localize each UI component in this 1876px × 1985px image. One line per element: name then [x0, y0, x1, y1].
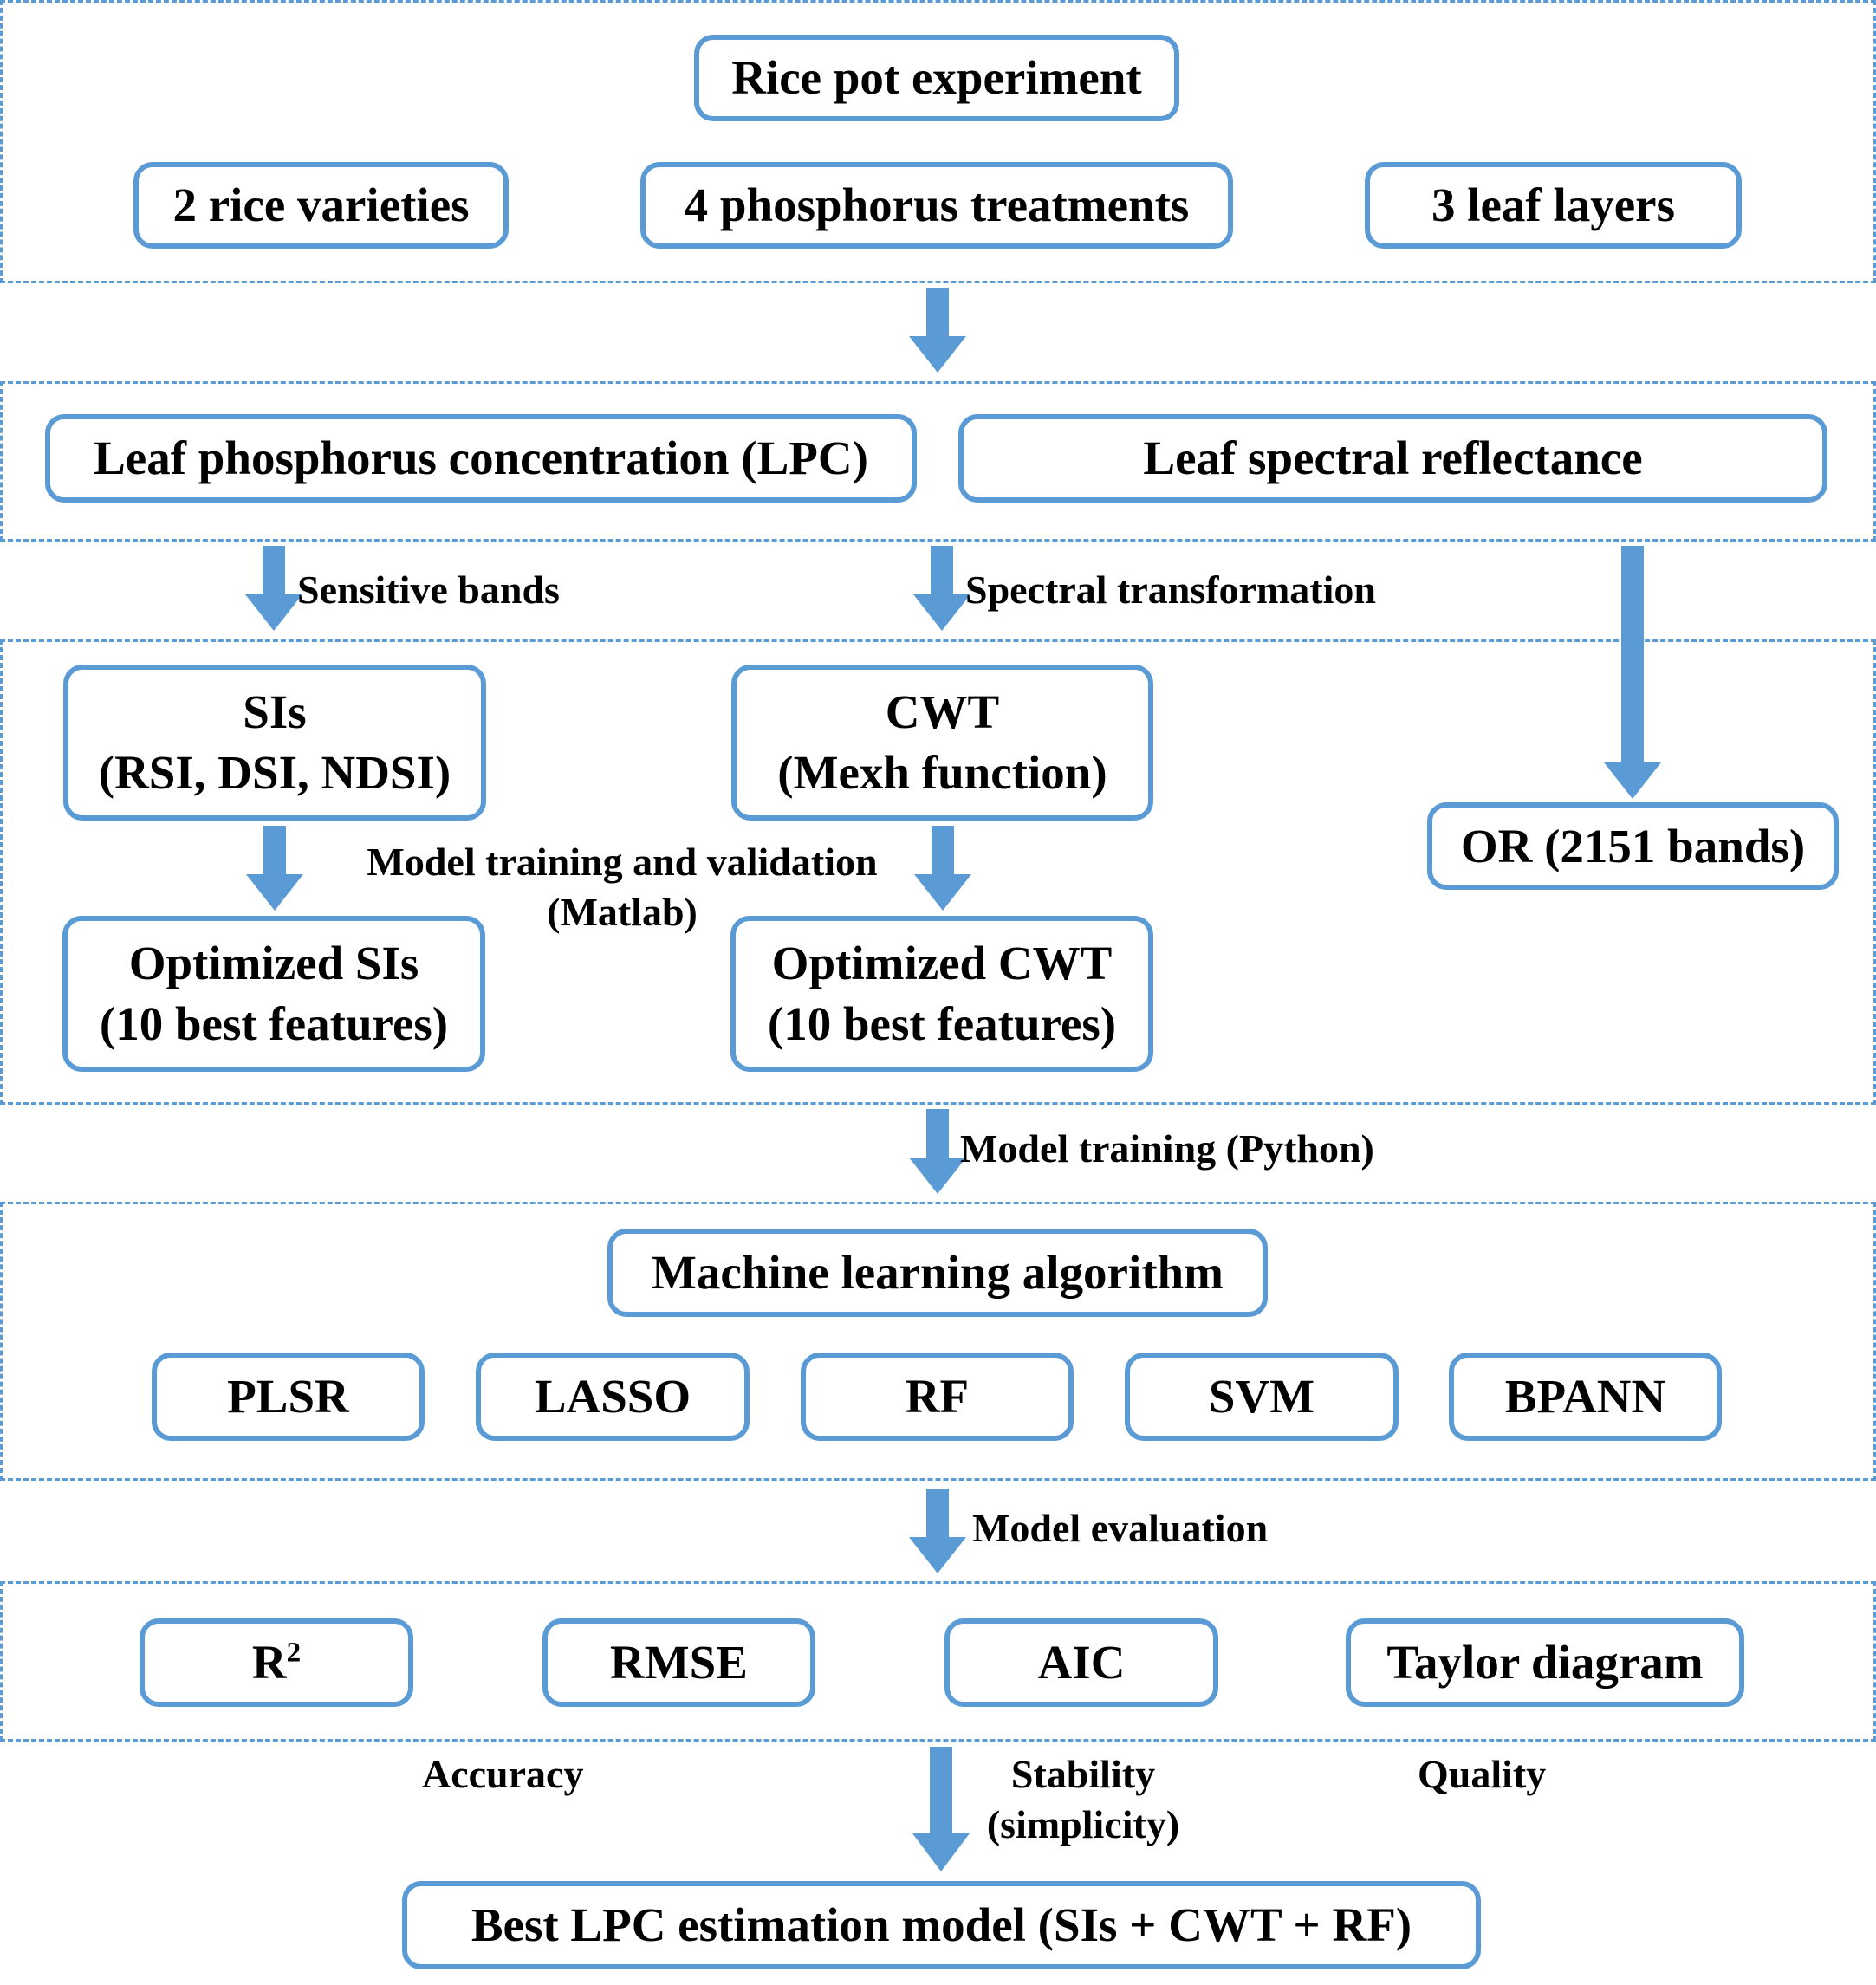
- label-sensitive-bands: Sensitive bands: [297, 568, 560, 612]
- group-algorithms: [0, 1202, 1876, 1481]
- r2-box: R2: [140, 1618, 413, 1707]
- optimized-cwt-line2: (10 best features): [767, 997, 1117, 1050]
- arrow-model-training-python: [909, 1109, 966, 1194]
- algorithm-lasso-text: LASSO: [534, 1370, 691, 1423]
- label-stability: Stability (simplicity): [953, 1749, 1213, 1850]
- rmse-box: RMSE: [542, 1618, 815, 1707]
- arrow-to-best-model: [912, 1747, 970, 1871]
- group-features: [0, 639, 1876, 1105]
- taylor-diagram-box: Taylor diagram: [1346, 1618, 1744, 1707]
- optimized-cwt-line1: Optimized CWT: [771, 937, 1113, 989]
- sis-line1: SIs: [243, 685, 307, 738]
- label-stability-line2: (simplicity): [986, 1802, 1180, 1846]
- leaf-layers-text: 3 leaf layers: [1431, 178, 1675, 231]
- best-model-text: Best LPC estimation model (SIs + CWT + R…: [471, 1898, 1412, 1951]
- arrow-sis-to-optimized: [246, 826, 303, 911]
- label-stability-line1: Stability: [1010, 1752, 1156, 1796]
- label-quality: Quality: [1418, 1752, 1547, 1796]
- lpc-text: Leaf phosphorus concentration (LPC): [94, 431, 868, 484]
- sis-box: SIs (RSI, DSI, NDSI): [63, 665, 486, 821]
- lpc-box: Leaf phosphorus concentration (LPC): [45, 414, 917, 503]
- algorithm-bpann-box: BPANN: [1449, 1353, 1722, 1441]
- spectral-reflectance-box: Leaf spectral reflectance: [958, 414, 1827, 503]
- algorithm-svm-text: SVM: [1208, 1370, 1315, 1423]
- arrow-sensitive-bands: [245, 546, 302, 631]
- taylor-diagram-text: Taylor diagram: [1386, 1636, 1704, 1689]
- label-model-training-python: Model training (Python): [960, 1126, 1374, 1171]
- optimized-cwt-box: Optimized CWT (10 best features): [730, 916, 1153, 1072]
- arrow-model-evaluation: [909, 1489, 966, 1573]
- cwt-line1: CWT: [885, 685, 1000, 738]
- arrow-spectral-transformation: [913, 546, 970, 631]
- algorithm-rf-text: RF: [905, 1370, 970, 1423]
- ml-algorithm-text: Machine learning algorithm: [652, 1246, 1224, 1299]
- or-text: OR (2151 bands): [1460, 819, 1806, 872]
- algorithm-lasso-box: LASSO: [476, 1353, 750, 1441]
- rmse-text: RMSE: [610, 1636, 748, 1689]
- r2-superscript: 2: [286, 1637, 302, 1669]
- best-model-box: Best LPC estimation model (SIs + CWT + R…: [402, 1881, 1481, 1969]
- rice-pot-experiment-box: Rice pot experiment: [694, 35, 1179, 121]
- spectral-reflectance-text: Leaf spectral reflectance: [1143, 431, 1643, 484]
- label-model-training-validation-line2: (Matlab): [547, 890, 698, 934]
- optimized-sis-box: Optimized SIs (10 best features): [62, 916, 485, 1072]
- algorithm-rf-box: RF: [801, 1353, 1074, 1441]
- algorithm-plsr-text: PLSR: [227, 1370, 349, 1423]
- optimized-sis-line2: (10 best features): [99, 997, 449, 1050]
- r2-text: R2: [252, 1632, 301, 1693]
- arrow-cwt-to-optimized: [914, 826, 971, 911]
- cwt-line2: (Mexh function): [777, 746, 1107, 799]
- rice-varieties-text: 2 rice varieties: [172, 178, 470, 231]
- algorithm-plsr-box: PLSR: [152, 1353, 425, 1441]
- optimized-sis-line1: Optimized SIs: [128, 937, 419, 989]
- aic-box: AIC: [944, 1618, 1218, 1707]
- ml-algorithm-box: Machine learning algorithm: [607, 1229, 1268, 1317]
- rice-pot-experiment-text: Rice pot experiment: [731, 51, 1142, 104]
- phosphorus-treatments-text: 4 phosphorus treatments: [684, 178, 1190, 231]
- group-evaluation: [0, 1581, 1876, 1742]
- label-accuracy: Accuracy: [422, 1752, 584, 1796]
- phosphorus-treatments-box: 4 phosphorus treatments: [640, 162, 1233, 249]
- sis-line2: (RSI, DSI, NDSI): [98, 746, 451, 799]
- arrow-to-or: [1604, 546, 1661, 799]
- label-model-evaluation: Model evaluation: [972, 1506, 1269, 1550]
- aic-text: AIC: [1037, 1636, 1126, 1689]
- rice-varieties-box: 2 rice varieties: [133, 162, 509, 249]
- group-measurements: [0, 381, 1876, 542]
- leaf-layers-box: 3 leaf layers: [1365, 162, 1742, 249]
- cwt-box: CWT (Mexh function): [731, 665, 1153, 821]
- algorithm-bpann-text: BPANN: [1504, 1370, 1666, 1423]
- label-model-training-validation: Model training and validation (Matlab): [345, 837, 899, 937]
- or-box: OR (2151 bands): [1427, 802, 1839, 890]
- label-model-training-validation-line1: Model training and validation: [367, 840, 878, 884]
- algorithm-svm-box: SVM: [1125, 1353, 1399, 1441]
- arrow-experiment-to-measurements: [909, 288, 966, 373]
- label-spectral-transformation: Spectral transformation: [965, 568, 1376, 612]
- group-experiment: [0, 0, 1876, 283]
- r2-base: R: [251, 1636, 287, 1689]
